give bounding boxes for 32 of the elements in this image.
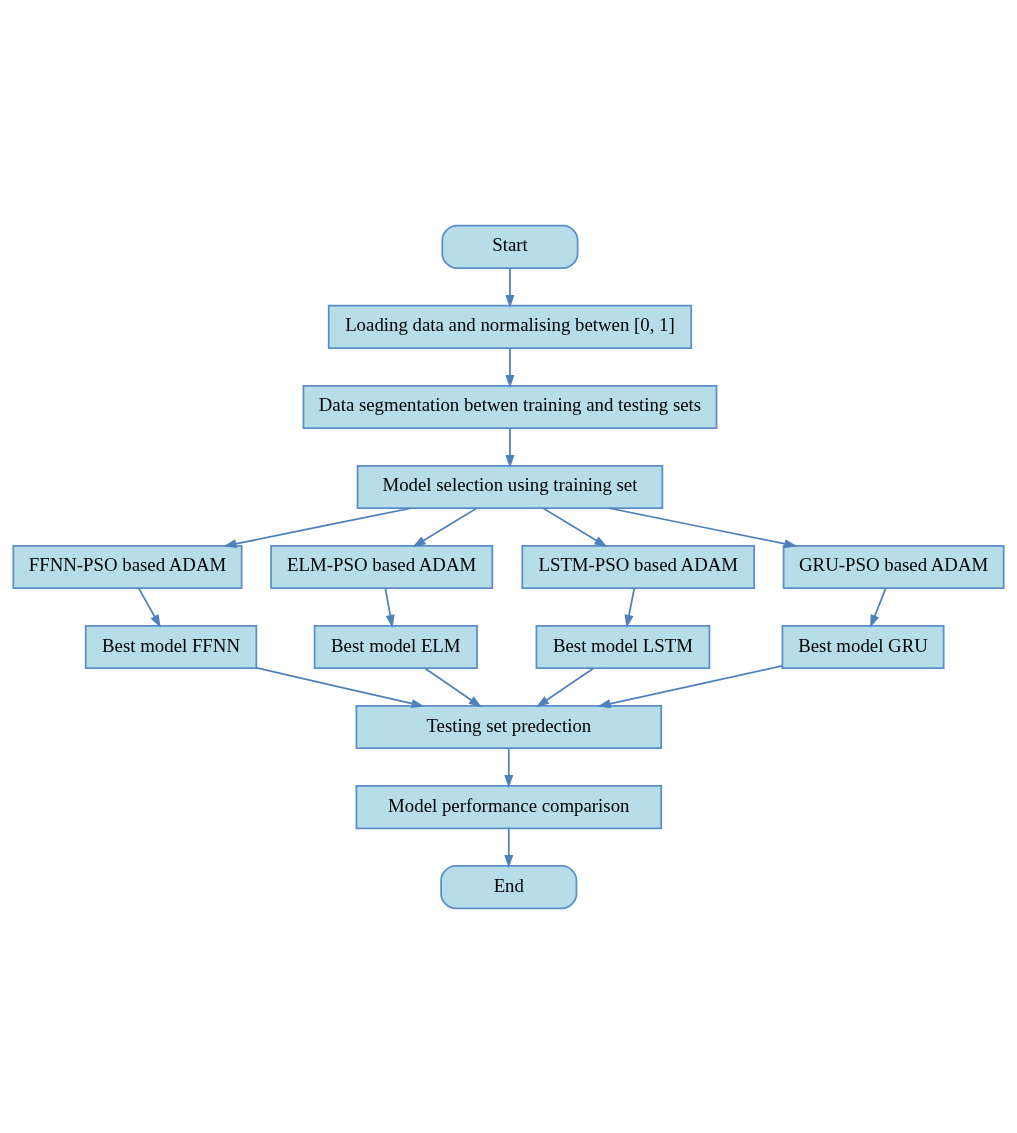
node-box: Best model FFNN [84,624,258,669]
node-box: Best model ELM [313,624,478,669]
arrow [505,267,515,308]
arrow [624,587,636,628]
node-box: Data segmentation betwen training and testing sets [302,384,718,429]
arrow [412,506,478,547]
arrow [223,506,412,548]
arrow [870,587,887,628]
node-box: FFNN-PSO based ADAM [12,544,243,589]
node-box: Best model GRU [781,624,945,669]
arrow [424,667,482,707]
node-box: Loading data and normalising betwen [0, 1] [327,304,693,349]
arrow [542,506,608,547]
node-box: ELM-PSO based ADAM [270,544,494,589]
arrow [608,506,798,548]
arrow [504,827,514,868]
arrow [505,427,515,468]
node-box: LSTM-PSO based ADAM [521,544,756,589]
arrow [597,664,784,708]
node-box: Best model LSTM [535,624,711,669]
arrow [255,666,425,708]
node-box: Start [441,224,579,269]
arrow [384,587,395,628]
arrow [138,587,161,628]
node-box: Model selection using training set [356,464,664,509]
arrow [505,347,515,388]
node-box: End [440,864,578,909]
node-box: Testing set predection [355,704,663,749]
arrow [504,747,514,788]
node-box: Model performance comparison [355,784,663,829]
arrow [536,667,595,707]
node-box: GRU-PSO based ADAM [782,544,1005,589]
